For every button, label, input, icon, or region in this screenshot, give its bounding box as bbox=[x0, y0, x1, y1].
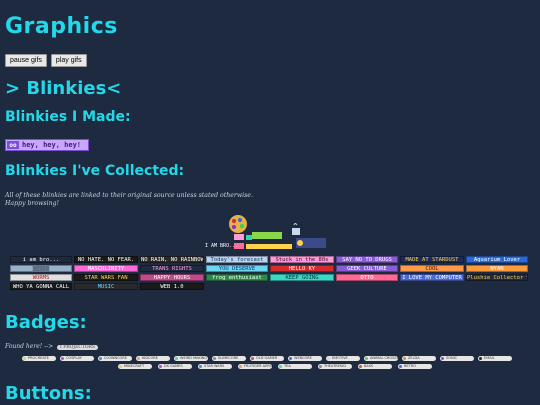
blinkie[interactable]: MUSIC bbox=[74, 283, 138, 290]
collected-blinkies-heading: Blinkies I've Collected: bbox=[5, 163, 185, 179]
pixel-decor bbox=[229, 215, 326, 249]
badge[interactable]: OLD GAMER bbox=[250, 356, 284, 361]
blinkie[interactable]: GEEK CULTURE bbox=[336, 265, 398, 272]
pixel-flower bbox=[234, 243, 244, 249]
palette-icon bbox=[229, 215, 247, 233]
badge[interactable]: THEATREKID bbox=[318, 364, 352, 369]
badge[interactable]: ANIMAL CROSSING bbox=[364, 356, 398, 361]
badge[interactable]: EMOTIVE bbox=[326, 356, 360, 361]
blinkie[interactable]: Aquarium Lover bbox=[466, 256, 528, 263]
collected-note-line1: All of these blinkies are linked to thei… bbox=[5, 192, 253, 199]
blinkie[interactable]: NO HATE. NO FEAR. bbox=[74, 256, 138, 263]
blinkie[interactable]: KEEP GOING bbox=[270, 274, 334, 281]
pixel-night-scene bbox=[296, 238, 326, 248]
blinkie[interactable]: Plushie Collector ♥ bbox=[466, 274, 528, 281]
blinkie[interactable]: YOU DESERVE bbox=[206, 265, 268, 272]
badge[interactable]: TEA bbox=[278, 364, 312, 369]
blinkie[interactable]: Stuck in the 80s bbox=[270, 256, 334, 263]
blinkie[interactable]: WORMS bbox=[10, 274, 72, 281]
blinkie[interactable]: HELLO KY bbox=[270, 265, 334, 272]
pause-gifs-button[interactable]: pause gifs bbox=[5, 54, 47, 67]
pixel-banner bbox=[252, 232, 282, 239]
blinkie[interactable]: frog enthusiast bbox=[206, 274, 268, 281]
badge[interactable]: WEBCORE bbox=[288, 356, 322, 361]
badge[interactable]: CLOWNCORE bbox=[98, 356, 132, 361]
badges-heading: Badges: bbox=[5, 312, 87, 333]
blinkie[interactable]: NO RAIN, NO RAINBOWS bbox=[140, 256, 204, 263]
blinkie[interactable]: STAR WARS FAN bbox=[74, 274, 138, 281]
pixel-block bbox=[246, 235, 252, 240]
badge[interactable]: DS GAMES bbox=[158, 364, 192, 369]
blinkie[interactable]: WHO YA GONNA CALL bbox=[10, 283, 72, 290]
blinkie[interactable]: Today's forecast bbox=[206, 256, 268, 263]
my-blinkie-text: hey, hey, hey! bbox=[22, 141, 82, 149]
badge[interactable]: EMAIL bbox=[478, 356, 512, 361]
collected-blinkies-grid: i am bro...NO HATE. NO FEAR.NO RAIN, NO … bbox=[10, 256, 530, 296]
blinkie[interactable]: SAY NO TO DRUGS bbox=[336, 256, 398, 263]
blinkie[interactable]: NYAN bbox=[466, 265, 528, 272]
blinkie[interactable]: i am bro... bbox=[10, 256, 72, 263]
badge[interactable]: ZELDA bbox=[402, 356, 436, 361]
play-gifs-button[interactable]: play gifs bbox=[50, 54, 87, 67]
badge[interactable]: PROCREATE bbox=[22, 356, 56, 361]
buttons-heading: Buttons: bbox=[5, 383, 92, 404]
coffee-cup-icon bbox=[292, 223, 300, 235]
badge[interactable]: RETRO bbox=[398, 364, 432, 369]
collected-note: All of these blinkies are linked to thei… bbox=[5, 192, 253, 208]
blinkie[interactable]: WEB 1.0 bbox=[140, 283, 204, 290]
found-here: Found here! --> f PROJECTORS bbox=[5, 343, 98, 350]
pixel-heart-block bbox=[234, 234, 244, 240]
made-blinkies-heading: Blinkies I Made: bbox=[5, 109, 131, 125]
decor-small-text: I AM BRO... bbox=[205, 243, 239, 249]
badge[interactable]: MINECRAFT bbox=[118, 364, 152, 369]
page-title: Graphics bbox=[5, 14, 118, 39]
badge[interactable]: WEIRD MAKING bbox=[174, 356, 208, 361]
blinkie[interactable]: HAPPY HOURS bbox=[140, 274, 204, 281]
blinkie-face-icon: oo bbox=[7, 141, 19, 149]
blinkie[interactable]: OTTO bbox=[336, 274, 398, 281]
my-blinkie[interactable]: oo hey, hey, hey! bbox=[5, 139, 89, 151]
badge[interactable]: BASS bbox=[358, 364, 392, 369]
blinkies-heading: > Blinkies< bbox=[5, 78, 122, 99]
badge[interactable]: SLIMECORE bbox=[212, 356, 246, 361]
badge[interactable]: KIDCORE bbox=[136, 356, 170, 361]
gif-controls: pause gifs play gifs bbox=[5, 54, 87, 67]
badge[interactable]: STAR WARS bbox=[198, 364, 232, 369]
badge[interactable]: SONIC bbox=[440, 356, 474, 361]
collected-note-line2: Happy browsing! bbox=[5, 200, 59, 207]
moon-icon bbox=[297, 240, 303, 246]
pixel-rainbow-bar bbox=[246, 244, 292, 249]
badge[interactable]: COSPLAY bbox=[60, 356, 94, 361]
found-here-link[interactable]: f PROJECTORS bbox=[57, 345, 98, 350]
blinkie[interactable]: COOL bbox=[400, 265, 464, 272]
blinkie[interactable]: I LOVE MY COMPUTER bbox=[400, 274, 464, 281]
blinkie[interactable]: MASCULINITY bbox=[74, 265, 138, 272]
blinkie[interactable]: MADE AT STARDUST bbox=[400, 256, 464, 263]
blinkie[interactable]: ▒▒▒▒▒ bbox=[10, 265, 72, 272]
badge[interactable]: FRUTIGER AERO bbox=[238, 364, 272, 369]
found-here-text: Found here! --> bbox=[5, 343, 54, 350]
blinkie[interactable]: TRANS RIGHTS bbox=[140, 265, 204, 272]
